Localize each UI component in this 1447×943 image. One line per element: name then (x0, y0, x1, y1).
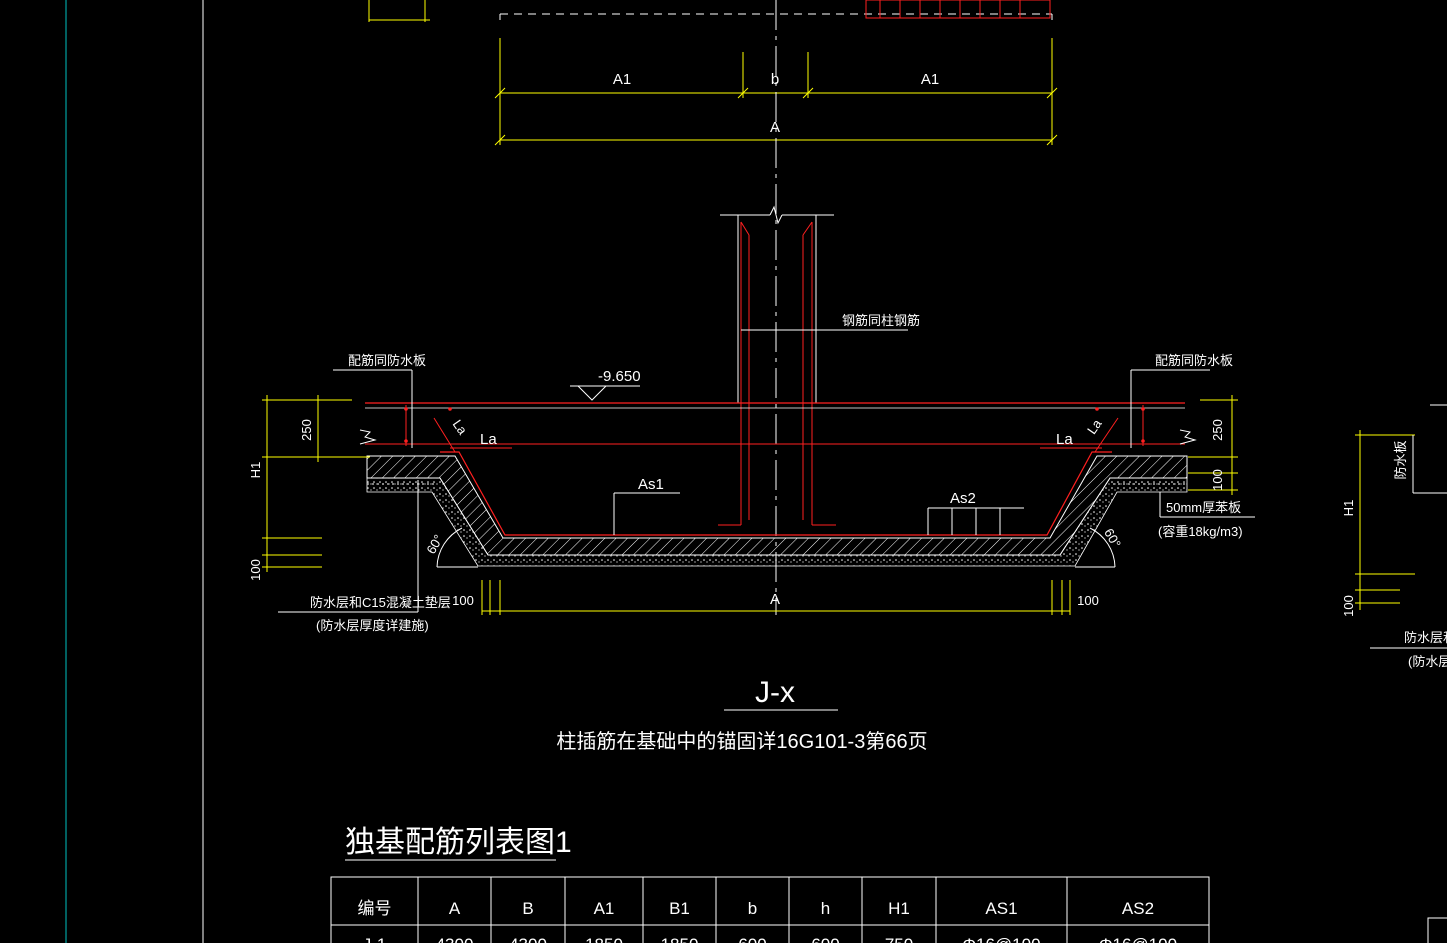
right-wall-detail: 配筋同防水板 (1130, 353, 1233, 448)
right-h1: H1 (1341, 500, 1356, 517)
as2-label: As2 (950, 490, 976, 507)
dim-h1: H1 (248, 462, 263, 479)
waterproof-note: 防水层和C15混凝土垫层 (防水层厚度详建施) (278, 480, 451, 633)
table-row-cell: 4300 (436, 935, 474, 943)
insulation-note-2: (容重18kg/m3) (1158, 524, 1243, 539)
dim-250-right: 250 (1210, 419, 1225, 441)
drawing-frame (65, 0, 204, 943)
detail-label-text: J-x (755, 676, 795, 709)
right-waterproof-2: (防水层厚 (1408, 654, 1447, 669)
angle-right: 60° (1101, 526, 1124, 551)
right-vertical-dimensions: 250 100 50mm厚苯板 (容重18kg/m3) (1158, 395, 1255, 539)
la-left-flat: La (480, 431, 497, 448)
table-header-cell: B1 (669, 899, 690, 918)
top-plan-fragment (368, 0, 1053, 22)
dim-100-left: 100 (248, 559, 263, 581)
slab-top: -9.650 (365, 368, 1185, 445)
left-wall-detail: 配筋同防水板 (333, 353, 426, 448)
rebar-table: 编号 A B A1 B1 b h H1 AS1 AS2J-1 4300 4300 1850 1850 600… (330, 876, 1210, 943)
as1-label: As1 (638, 476, 664, 493)
left-wall-rebar-note: 配筋同防水板 (348, 353, 426, 368)
table-header-cell: A1 (594, 899, 615, 918)
bottom-dimensions: 100 A 100 (452, 580, 1099, 615)
anchor-note: 柱插筋在基础中的锚固详16G101-3第66页 (556, 730, 927, 753)
right-waterproof-1: 防水层和C (1404, 630, 1447, 645)
table-row-cell: Φ16@100 (1099, 935, 1177, 943)
table-header-cell: b (748, 899, 757, 918)
la-left-slope: La (450, 417, 471, 438)
table-header-cell: B (522, 899, 533, 918)
table-row-cell: J-1 (363, 935, 387, 943)
table-row-cell: 1850 (585, 935, 623, 943)
table-header-cell: H1 (888, 899, 910, 918)
dim-b: b (771, 71, 779, 88)
bottom-dim-a: A (770, 591, 780, 608)
table-header-cell: 编号 (358, 899, 392, 918)
dim-a1-left: A1 (613, 71, 631, 88)
dim-100-right: 100 (1210, 469, 1225, 491)
table-row-cell: 600 (738, 935, 766, 943)
right-wall-rebar-note: 配筋同防水板 (1155, 353, 1233, 368)
table-title: 独基配筋列表图1 (345, 826, 572, 859)
detail-label: J-x 柱插筋在基础中的锚固详16G101-3第66页 (556, 676, 927, 753)
table-title-group: 独基配筋列表图1 (345, 826, 572, 861)
table-header-cell: AS2 (1122, 899, 1154, 918)
right-note-vertical: 防水板 (1393, 440, 1408, 479)
table-header-cell: AS1 (985, 899, 1017, 918)
table-header-cell: h (821, 899, 830, 918)
table-row-cell: 4300 (509, 935, 547, 943)
waterproof-note-1: 防水层和C15混凝土垫层 (310, 595, 451, 610)
la-right-slope: La (1084, 416, 1105, 437)
waterproof-note-2: (防水层厚度详建施) (316, 618, 429, 633)
table-row-cell: 1850 (661, 935, 699, 943)
insulation-note-1: 50mm厚苯板 (1166, 500, 1241, 515)
table-row-cell: 750 (885, 935, 913, 943)
dim-a-total: A (770, 119, 780, 136)
table-row-cell: Φ16@100 (962, 935, 1040, 943)
column-stub: 钢筋同柱钢筋 (718, 205, 920, 526)
right-dim-100: 100 (1341, 595, 1356, 617)
column-rebar-note: 钢筋同柱钢筋 (842, 313, 920, 328)
left-vertical-dimensions: 250 H1 100 (248, 395, 370, 581)
right-partial-detail: 防水板 H1 100 防水层和C (防水层厚 (1341, 404, 1447, 943)
la-right-flat: La (1056, 431, 1073, 448)
footing-section: La La La La As1 As2 60° 60° (366, 407, 1188, 568)
bottom-dim-100-right: 100 (1077, 593, 1099, 608)
top-elevation: -9.650 (598, 368, 641, 385)
top-dimensions: A1 b A1 A (494, 38, 1058, 146)
dim-a1-right: A1 (921, 71, 939, 88)
angle-left: 60° (423, 532, 446, 557)
dim-250-left: 250 (299, 419, 314, 441)
table-row-cell: 600 (811, 935, 839, 943)
bottom-dim-100-left: 100 (452, 593, 474, 608)
table-header-cell: A (449, 899, 461, 918)
